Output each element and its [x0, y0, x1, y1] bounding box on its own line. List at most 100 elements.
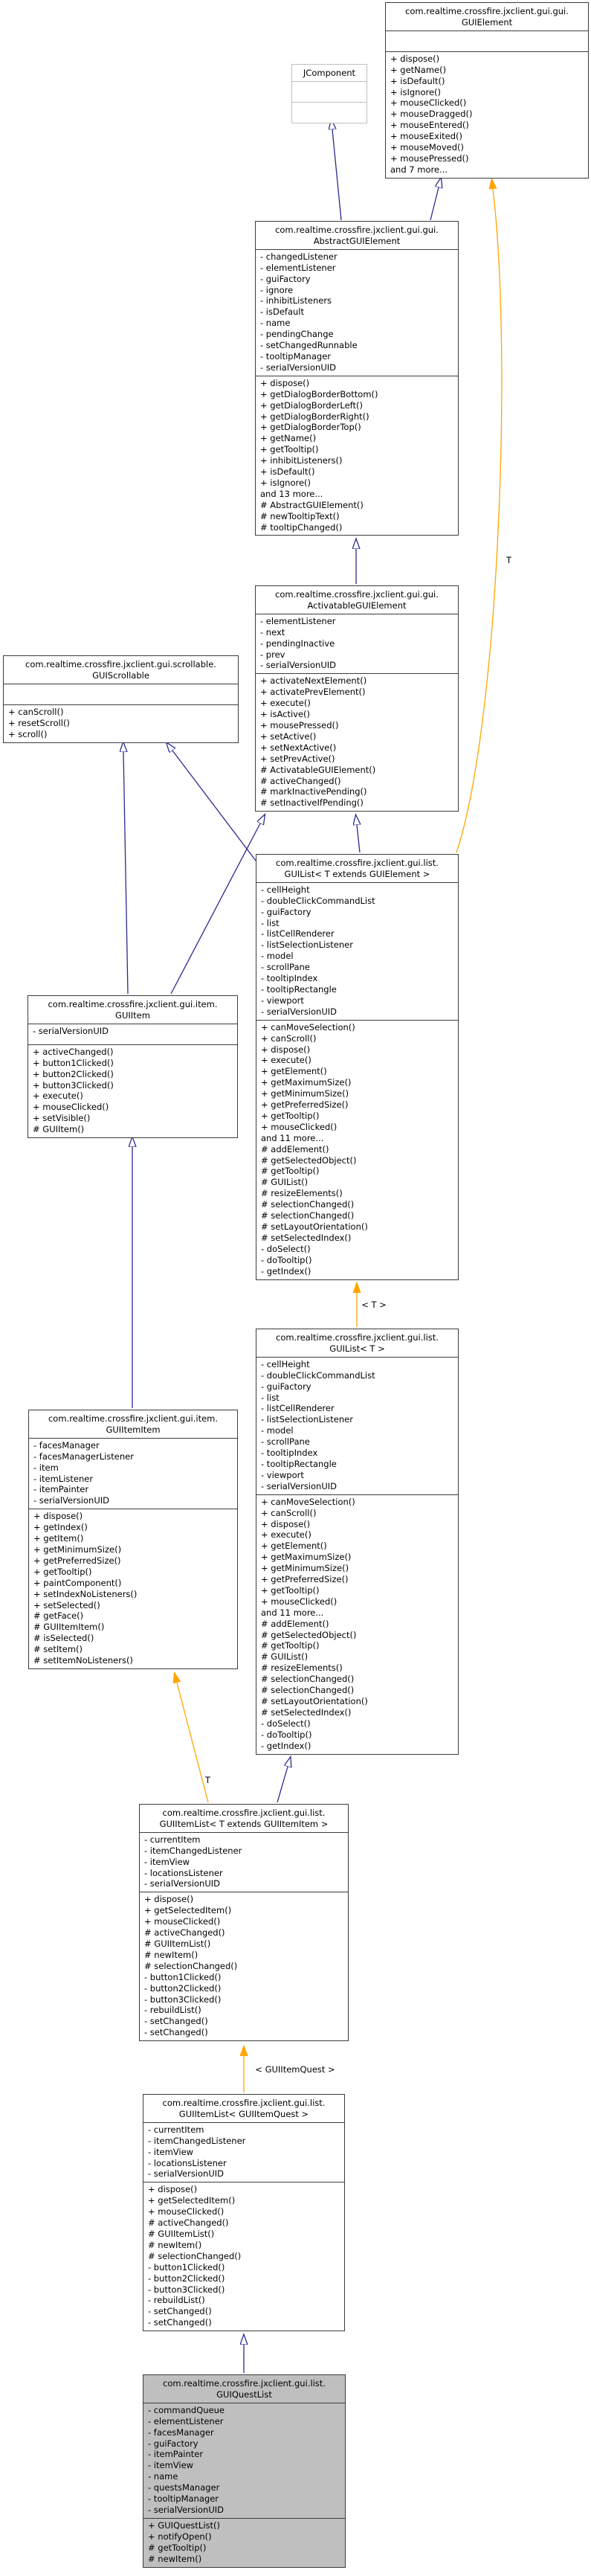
- member-line: - button1Clicked(): [144, 1971, 222, 1982]
- member-line: - cellHeight: [261, 884, 310, 895]
- member-line: - serialVersionUID: [33, 1025, 109, 1036]
- member-line: - scrollPane: [261, 1436, 310, 1448]
- member-line: - tooltipManager: [148, 2493, 219, 2505]
- member-line: - getIndex(): [261, 1265, 311, 1276]
- member-line: - pendingChange: [260, 329, 334, 340]
- member-line: + mouseExited(): [390, 131, 463, 142]
- member-line: # setLayoutOrientation(): [261, 1221, 368, 1232]
- member-line: and 7 more...: [390, 164, 448, 175]
- class-name: GUIItemList< GUIItemQuest >: [178, 2108, 309, 2119]
- member-line: - serialVersionUID: [260, 660, 336, 671]
- class-package: com.realtime.crossfire.jxclient.gui.gui.: [275, 589, 439, 600]
- member-line: - itemChangedListener: [148, 2135, 246, 2146]
- member-line: + execute(): [261, 1055, 311, 1066]
- class-name: ActivatableGUIElement: [307, 600, 407, 611]
- class-title: com.realtime.crossfire.jxclient.gui.list…: [256, 855, 458, 883]
- member-line: + activeChanged(): [33, 1046, 114, 1057]
- member-line: + setActive(): [260, 730, 317, 742]
- member-line: # GUIItemList(): [148, 2228, 215, 2239]
- member-line: - scrollPane: [261, 962, 310, 973]
- methods-compartment: + dispose()+ getIndex()+ getItem()+ getM…: [29, 1509, 237, 1668]
- class-title: com.realtime.crossfire.jxclient.gui.scro…: [4, 656, 238, 684]
- member-line: # selectionChanged(): [261, 1685, 355, 1696]
- class-box-guiitemlist-t-extends-guiitemitem[interactable]: com.realtime.crossfire.jxclient.gui.list…: [139, 1804, 349, 2042]
- attributes-compartment: - currentItem- itemChangedListener- item…: [140, 1833, 348, 1893]
- edge-guiitem-to-guiscrollable: [123, 752, 129, 995]
- attributes-compartment: - cellHeight- doubleClickCommandList- gu…: [256, 883, 458, 1021]
- class-box-abstractguielement[interactable]: com.realtime.crossfire.jxclient.gui.gui.…: [255, 221, 459, 536]
- member-line: + setPrevActive(): [260, 753, 335, 764]
- member-line: + GUIQuestList(): [148, 2519, 221, 2531]
- member-line: - serialVersionUID: [261, 1006, 337, 1017]
- member-line: + execute(): [260, 698, 311, 709]
- member-line: # newTooltipText(): [260, 510, 340, 521]
- edge-guilist-to-guiscrollable: [172, 751, 256, 861]
- member-line: + getTooltip(): [33, 1566, 92, 1577]
- class-package: com.realtime.crossfire.jxclient.gui.gui.: [275, 225, 439, 235]
- member-line: # newItem(): [144, 1949, 198, 1960]
- member-line: - doSelect(): [261, 1718, 311, 1729]
- member-line: + button3Clicked(): [33, 1079, 114, 1091]
- member-line: + getItem(): [33, 1533, 84, 1544]
- class-box-guiscrollable[interactable]: com.realtime.crossfire.jxclient.gui.scro…: [3, 655, 239, 743]
- member-line: # newItem(): [148, 2553, 202, 2564]
- class-box-activatableguielement[interactable]: com.realtime.crossfire.jxclient.gui.gui.…: [255, 585, 459, 812]
- attributes-compartment: - elementListener- next- pendingInactive…: [256, 614, 458, 675]
- class-box-guiitemitem[interactable]: com.realtime.crossfire.jxclient.gui.item…: [28, 1410, 238, 1669]
- member-line: + getPreferredSize(): [33, 1555, 121, 1566]
- attributes-compartment: - changedListener- elementListener- guiF…: [256, 250, 458, 376]
- member-line: - button3Clicked(): [148, 2284, 225, 2295]
- class-title: com.realtime.crossfire.jxclient.gui.list…: [143, 2375, 345, 2403]
- member-line: - itemPainter: [33, 1484, 89, 1495]
- member-line: - facesManagerListener: [33, 1451, 134, 1462]
- member-line: + mouseClicked(): [148, 2206, 225, 2217]
- member-line: + button2Clicked(): [33, 1068, 114, 1079]
- member-line: # ActivatableGUIElement(): [260, 764, 376, 775]
- attributes-compartment: - serialVersionUID: [28, 1024, 237, 1045]
- member-line: + mouseMoved(): [390, 142, 464, 153]
- class-title: com.realtime.crossfire.jxclient.gui.gui.…: [256, 586, 458, 614]
- member-line: - serialVersionUID: [148, 2168, 224, 2180]
- class-box-guilist-t[interactable]: com.realtime.crossfire.jxclient.gui.list…: [256, 1329, 459, 1755]
- methods-compartment: + dispose()+ getName()+ isDefault()+ isI…: [386, 52, 588, 178]
- edge-abstractguielement-to-jcomponent: [332, 129, 342, 221]
- member-line: - doTooltip(): [261, 1254, 312, 1265]
- class-title: com.realtime.crossfire.jxclient.gui.item…: [28, 996, 237, 1024]
- member-line: - name: [260, 318, 291, 329]
- class-name: GUIElement: [461, 16, 513, 28]
- member-line: + setIndexNoListeners(): [33, 1588, 138, 1599]
- member-line: - button3Clicked(): [144, 1994, 222, 2005]
- member-line: + isActive(): [260, 709, 311, 720]
- class-box-guiitemlist-guiitemquest[interactable]: com.realtime.crossfire.jxclient.gui.list…: [143, 2094, 345, 2332]
- member-line: - isDefault: [260, 306, 305, 318]
- class-box-guielement[interactable]: com.realtime.crossfire.jxclient.gui.gui.…: [385, 2, 589, 179]
- class-box-guilist-t-extends-guielement[interactable]: com.realtime.crossfire.jxclient.gui.list…: [256, 854, 459, 1280]
- member-line: - tooltipRectangle: [261, 1458, 337, 1469]
- member-line: + mousePressed(): [260, 719, 339, 730]
- edge-guiitem-to-activatable: [170, 823, 260, 995]
- class-title: com.realtime.crossfire.jxclient.gui.gui.…: [256, 222, 458, 250]
- class-package: com.realtime.crossfire.jxclient.gui.item…: [48, 1413, 219, 1424]
- class-package: com.realtime.crossfire.jxclient.gui.scro…: [25, 659, 216, 669]
- member-line: - elementListener: [260, 615, 336, 626]
- member-line: - changedListener: [260, 251, 338, 262]
- member-line: - facesManager: [148, 2426, 214, 2438]
- member-line: - prev: [260, 649, 285, 660]
- member-line: - viewport: [261, 995, 304, 1006]
- class-package: com.realtime.crossfire.jxclient.gui.gui.: [405, 6, 569, 16]
- member-line: + dispose(): [390, 53, 440, 64]
- attributes-compartment: - cellHeight- doubleClickCommandList- gu…: [256, 1358, 458, 1495]
- member-line: + getMinimumSize(): [33, 1544, 122, 1555]
- class-name: AbstractGUIElement: [313, 235, 401, 246]
- class-box-guiitem[interactable]: com.realtime.crossfire.jxclient.gui.item…: [28, 995, 238, 1139]
- member-line: + execute(): [33, 1091, 83, 1102]
- class-name: GUIQuestList: [216, 2389, 272, 2400]
- member-line: # markInactivePending(): [260, 786, 367, 797]
- member-line: # activeChanged(): [144, 1927, 225, 1939]
- member-line: + getIndex(): [33, 1522, 88, 1533]
- member-line: # GUIItemList(): [144, 1938, 211, 1949]
- member-line: # selectionChanged(): [148, 2250, 242, 2261]
- member-line: + getMaximumSize(): [261, 1077, 352, 1088]
- member-line: - doubleClickCommandList: [261, 1369, 375, 1381]
- member-line: + inhibitListeners(): [260, 455, 343, 466]
